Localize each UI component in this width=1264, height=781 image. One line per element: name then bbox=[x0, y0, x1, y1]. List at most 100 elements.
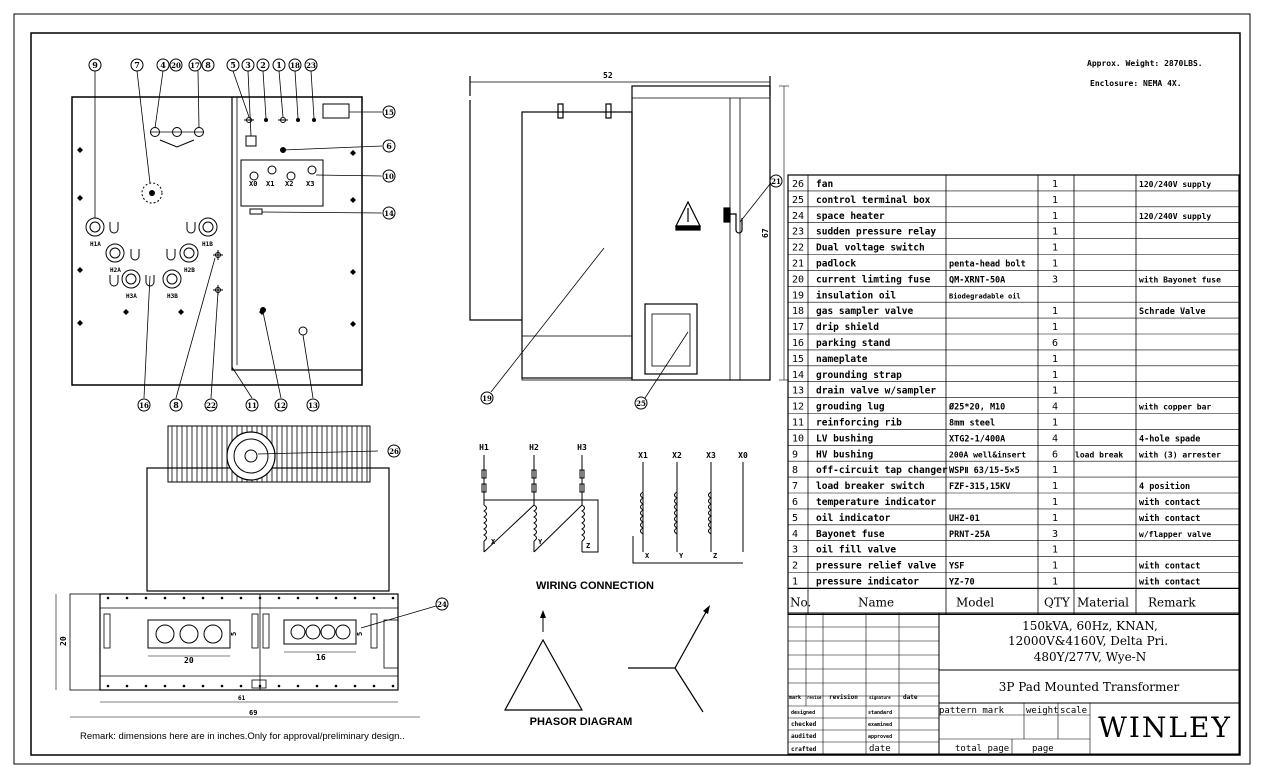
bom-row-8-no: 8 bbox=[792, 465, 798, 476]
bom-row-5-no: 5 bbox=[792, 513, 798, 524]
cabinet-bolt bbox=[239, 596, 243, 600]
bom-row-5-name: oil indicator bbox=[816, 513, 891, 524]
brand-logo: WINLEY bbox=[1098, 711, 1232, 744]
lv-coil-z: Z bbox=[713, 552, 717, 560]
front-view: H1A H2A H3A H1B H2B H3B X0 X1 X2 X3 bbox=[71, 96, 363, 386]
svg-text:9: 9 bbox=[92, 60, 98, 70]
bom-row-13-qty: 1 bbox=[1052, 386, 1058, 397]
coil-y: Y bbox=[538, 538, 543, 546]
svg-text:20: 20 bbox=[171, 61, 181, 70]
svg-text:3: 3 bbox=[245, 60, 251, 70]
radiator-fins bbox=[167, 425, 371, 483]
tb-page: page bbox=[1032, 744, 1054, 754]
cabinet-bolt bbox=[144, 596, 148, 600]
tb-weight: weight bbox=[1026, 706, 1059, 716]
balloon-4 bbox=[156, 58, 170, 72]
svg-text:7: 7 bbox=[134, 60, 140, 70]
balloon-18 bbox=[288, 58, 302, 72]
bom-row-12-qty: 4 bbox=[1052, 402, 1058, 413]
bom-row-5-remark: with contact bbox=[1139, 513, 1200, 524]
terminal-h3: H3 bbox=[577, 443, 587, 452]
bom-row-6-qty: 1 bbox=[1052, 497, 1058, 508]
bom-row-16-qty: 6 bbox=[1052, 338, 1058, 349]
cabinet-bolt bbox=[334, 596, 338, 600]
balloon-6 bbox=[382, 139, 396, 153]
cabinet-bolt bbox=[296, 596, 300, 600]
hv-label-h1b: H1B bbox=[202, 241, 213, 248]
terminal-h2: H2 bbox=[529, 443, 539, 452]
hv-label-h3b: H3B bbox=[167, 293, 178, 300]
bom-row-1-remark: with contact bbox=[1139, 577, 1200, 588]
balloon-11 bbox=[245, 398, 259, 412]
cabinet-bolt bbox=[334, 684, 338, 688]
bom-row-4-model: PRNT-25A bbox=[949, 530, 990, 540]
bom-row-10-name: LV bushing bbox=[816, 433, 873, 444]
bom-row-8-qty: 1 bbox=[1052, 465, 1058, 476]
bom-row-11-name: reinforcing rib bbox=[816, 418, 902, 429]
terminal-x2: X2 bbox=[672, 451, 682, 460]
tb-date: date bbox=[869, 744, 891, 754]
bom-row-20-qty: 3 bbox=[1052, 274, 1058, 285]
svg-text:19: 19 bbox=[482, 394, 492, 403]
svg-text:4: 4 bbox=[160, 60, 166, 70]
cabinet-bolt bbox=[220, 596, 224, 600]
balloon-1 bbox=[272, 58, 286, 72]
dim-52: 52 bbox=[603, 71, 613, 80]
cabinet-bolt bbox=[296, 684, 300, 688]
wiring-title: WIRING CONNECTION bbox=[536, 580, 654, 592]
svg-text:11: 11 bbox=[247, 401, 257, 410]
balloon-20 bbox=[169, 58, 183, 72]
side-leaders bbox=[490, 183, 771, 399]
tb-audited: audited bbox=[791, 733, 817, 740]
svg-text:6: 6 bbox=[386, 141, 392, 151]
bom-row-7-remark: 4 position bbox=[1139, 481, 1190, 492]
bom-row-3-no: 3 bbox=[792, 545, 798, 556]
bom-row-18-remark: Schrade Valve bbox=[1139, 307, 1206, 317]
svg-text:16: 16 bbox=[139, 401, 149, 410]
bom-row-7-qty: 1 bbox=[1052, 481, 1058, 492]
bom-header-model: Model bbox=[956, 595, 994, 609]
coil-x: X bbox=[491, 538, 496, 546]
lv-label-x3: X3 bbox=[306, 180, 314, 188]
bom-row-20-model: QM-XRNT-50A bbox=[949, 275, 1005, 285]
balloon-26 bbox=[387, 444, 401, 458]
bom-row-14-name: grounding strap bbox=[816, 370, 902, 381]
bom-row-9-material: load break bbox=[1075, 450, 1123, 459]
terminal-x0: X0 bbox=[738, 451, 748, 460]
enclosure-note: Enclosure: NEMA 4X. bbox=[1090, 79, 1182, 88]
bom-row-18-no: 18 bbox=[792, 306, 804, 317]
side-view bbox=[469, 76, 789, 381]
bom-row-11-model: 8mm steel bbox=[949, 419, 995, 429]
bom-row-15-qty: 1 bbox=[1052, 354, 1058, 365]
bom-row-4-no: 4 bbox=[792, 529, 798, 540]
bom-row-1-no: 1 bbox=[792, 577, 798, 588]
bom-row-3-qty: 1 bbox=[1052, 545, 1058, 556]
remark-note: Remark: dimensions here are in inches.On… bbox=[80, 731, 405, 742]
bom-row-1-qty: 1 bbox=[1052, 577, 1058, 588]
dim-20-hv: 20 bbox=[184, 656, 194, 665]
cabinet-bolt bbox=[277, 596, 281, 600]
lv-coil-y: Y bbox=[679, 552, 684, 560]
balloon-3 bbox=[241, 58, 255, 72]
bom-row-2-qty: 1 bbox=[1052, 561, 1058, 572]
bom-row-26-name: fan bbox=[816, 179, 833, 190]
bom-row-22-qty: 1 bbox=[1052, 243, 1058, 254]
svg-text:14: 14 bbox=[384, 209, 394, 218]
lv-bushing-plate bbox=[283, 619, 357, 645]
front-balloons-bottom: 16 8 22 11 12 13 bbox=[137, 398, 320, 412]
tb-checked: checked bbox=[791, 721, 817, 728]
bom-header-no: No. bbox=[790, 595, 811, 609]
coil-z: Z bbox=[586, 542, 590, 550]
hv-label-h3a: H3A bbox=[126, 293, 137, 300]
tb-total-page: total page bbox=[955, 744, 1009, 754]
balloon-23 bbox=[304, 58, 318, 72]
bom-row-6-no: 6 bbox=[792, 497, 798, 508]
svg-text:24: 24 bbox=[437, 600, 447, 609]
dim-61: 61 bbox=[238, 695, 246, 702]
tb-date-small: date bbox=[903, 694, 918, 701]
bom-row-9-name: HV bushing bbox=[816, 449, 873, 460]
wye-phasor-c bbox=[674, 667, 704, 713]
bom-row-10-remark: 4-hole spade bbox=[1139, 434, 1200, 444]
bom-row-5-model: UHZ-01 bbox=[949, 514, 980, 524]
